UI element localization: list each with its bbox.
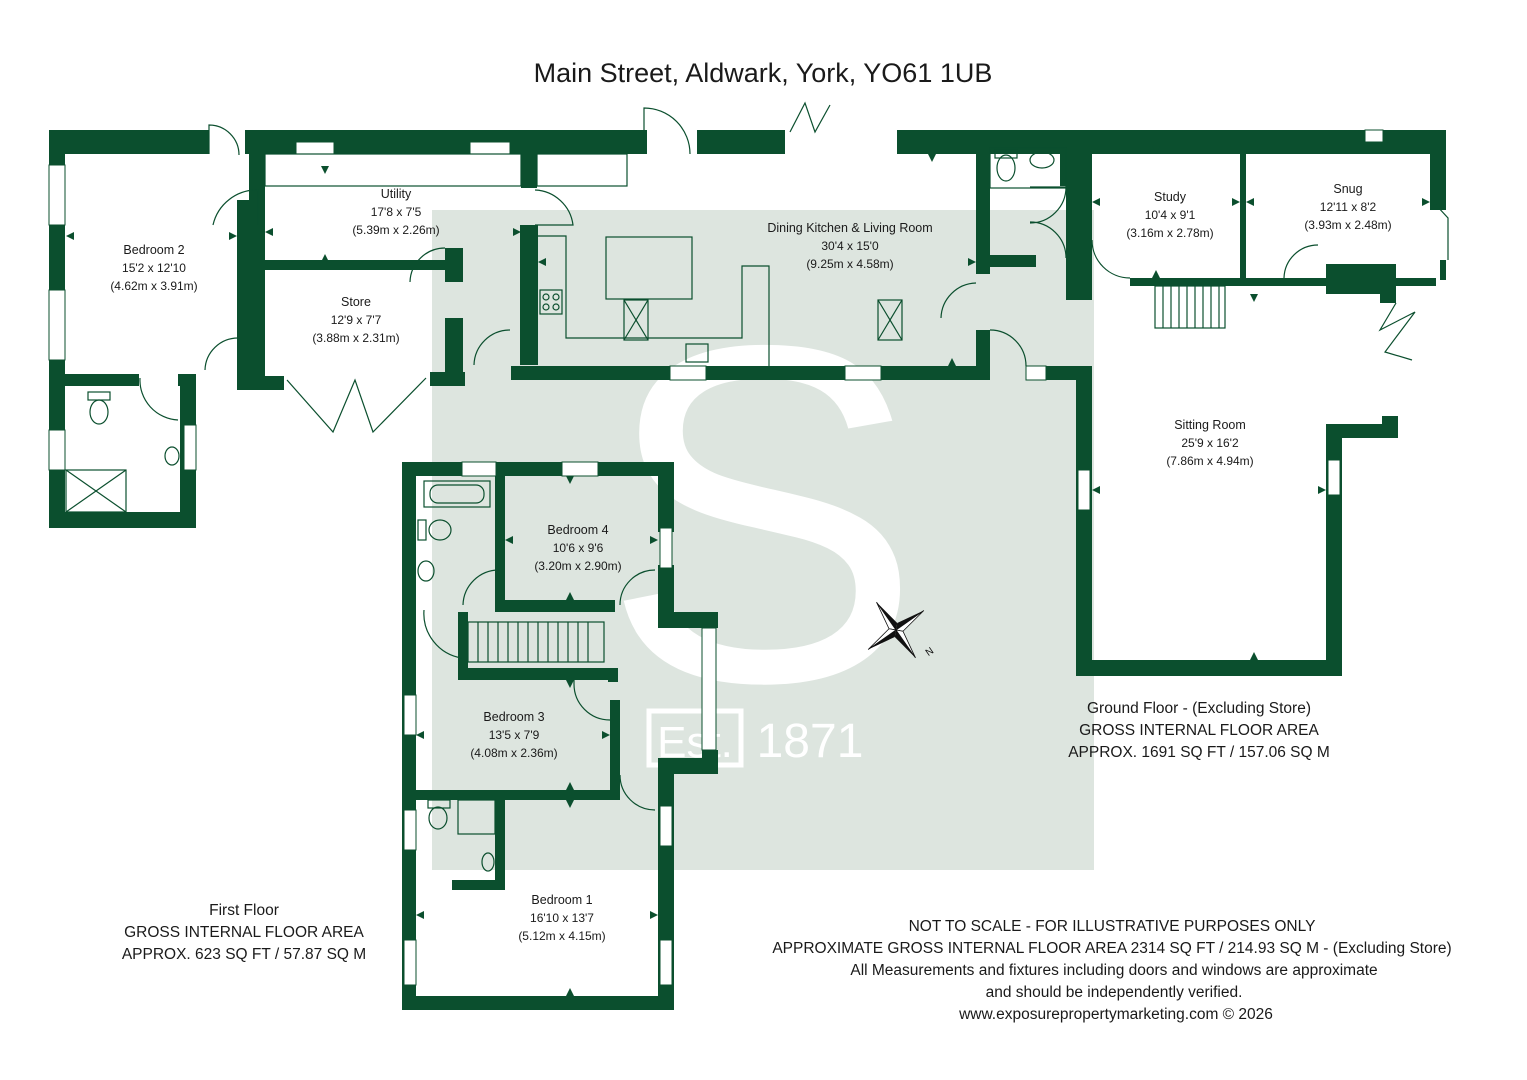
- ground-floor-label: Ground Floor - (Excluding Store): [1087, 700, 1311, 717]
- room-metric-bedroom-3: (4.08m x 2.36m): [470, 746, 557, 760]
- room-imperial-sitting-room: 25'9 x 16'2: [1181, 436, 1239, 450]
- first-floor-doors: [423, 569, 656, 811]
- first-floor-label: First Floor: [209, 902, 279, 919]
- disclaimer-line-1: NOT TO SCALE - FOR ILLUSTRATIVE PURPOSES…: [909, 918, 1316, 935]
- disclaimer-line-4: and should be independently verified.: [986, 984, 1243, 1001]
- page-title: Main Street, Aldwark, York, YO61 1UB: [534, 58, 993, 88]
- watermark: S Est. 1871: [432, 210, 1094, 870]
- room-metric-utility: (5.39m x 2.26m): [352, 223, 439, 237]
- room-metric-sitting-room: (7.86m x 4.94m): [1166, 454, 1253, 468]
- dimension-pointers: [66, 146, 1430, 996]
- room-imperial-bedroom-4: 10'6 x 9'6: [553, 541, 604, 555]
- room-metric-bedroom-1: (5.12m x 4.15m): [518, 929, 605, 943]
- room-metric-store: (3.88m x 2.31m): [312, 331, 399, 345]
- disclaimer-line-3: All Measurements and fixtures including …: [850, 962, 1377, 979]
- disclaimer-line-2: APPROXIMATE GROSS INTERNAL FLOOR AREA 23…: [772, 940, 1451, 957]
- compass-icon: [867, 601, 925, 659]
- room-metric-snug: (3.93m x 2.48m): [1304, 218, 1391, 232]
- room-imperial-bedroom-2: 15'2 x 12'10: [122, 261, 186, 275]
- room-imperial-bedroom-1: 16'10 x 13'7: [530, 911, 594, 925]
- room-metric-bedroom-4: (3.20m x 2.90m): [534, 559, 621, 573]
- first-floor-gia-label: GROSS INTERNAL FLOOR AREA: [124, 924, 364, 941]
- room-imperial-utility: 17'8 x 7'5: [371, 205, 422, 219]
- room-imperial-snug: 12'11 x 8'2: [1320, 200, 1377, 214]
- room-imperial-store: 12'9 x 7'7: [331, 313, 382, 327]
- ground-floor-doors: [139, 101, 1449, 434]
- ground-floor-windows: [48, 129, 1384, 511]
- room-imperial-bedroom-3: 13'5 x 7'9: [489, 728, 540, 742]
- ground-floor-area: Ground Floor - (Excluding Store) GROSS I…: [1068, 700, 1330, 761]
- website-credit: www.exposurepropertymarketing.com © 2026: [958, 1006, 1273, 1023]
- room-imperial-dining-kitchen: 30'4 x 15'0: [821, 239, 879, 253]
- room-name-bedroom-2: Bedroom 2: [123, 243, 184, 257]
- disclaimer: NOT TO SCALE - FOR ILLUSTRATIVE PURPOSES…: [772, 918, 1451, 1023]
- room-name-dining-kitchen: Dining Kitchen & Living Room: [767, 221, 932, 235]
- room-imperial-study: 10'4 x 9'1: [1145, 208, 1196, 222]
- room-name-bedroom-1: Bedroom 1: [531, 893, 592, 907]
- ground-floor-gia-label: GROSS INTERNAL FLOOR AREA: [1079, 722, 1319, 739]
- room-name-store: Store: [341, 295, 371, 309]
- first-floor-gia-value: APPROX. 623 SQ FT / 57.87 SQ M: [122, 946, 366, 963]
- room-name-bedroom-4: Bedroom 4: [547, 523, 608, 537]
- room-labels: Bedroom 2 15'2 x 12'10 (4.62m x 3.91m) U…: [110, 182, 1391, 943]
- first-floor-windows: [403, 461, 717, 986]
- first-floor-area: First Floor GROSS INTERNAL FLOOR AREA AP…: [122, 902, 366, 963]
- room-metric-bedroom-2: (4.62m x 3.91m): [110, 279, 197, 293]
- room-name-bedroom-3: Bedroom 3: [483, 710, 544, 724]
- ground-floor-fixtures: [65, 147, 1226, 513]
- room-name-study: Study: [1154, 190, 1187, 204]
- watermark-year: 1871: [757, 715, 864, 768]
- room-name-sitting-room: Sitting Room: [1174, 418, 1246, 432]
- room-metric-study: (3.16m x 2.78m): [1126, 226, 1213, 240]
- watermark-letter: S: [602, 245, 922, 782]
- ground-floor-gia-value: APPROX. 1691 SQ FT / 157.06 SQ M: [1068, 744, 1330, 761]
- room-metric-dining-kitchen: (9.25m x 4.58m): [806, 257, 893, 271]
- room-name-utility: Utility: [381, 187, 412, 201]
- room-name-snug: Snug: [1333, 182, 1362, 196]
- first-floor-fixtures: [417, 480, 605, 872]
